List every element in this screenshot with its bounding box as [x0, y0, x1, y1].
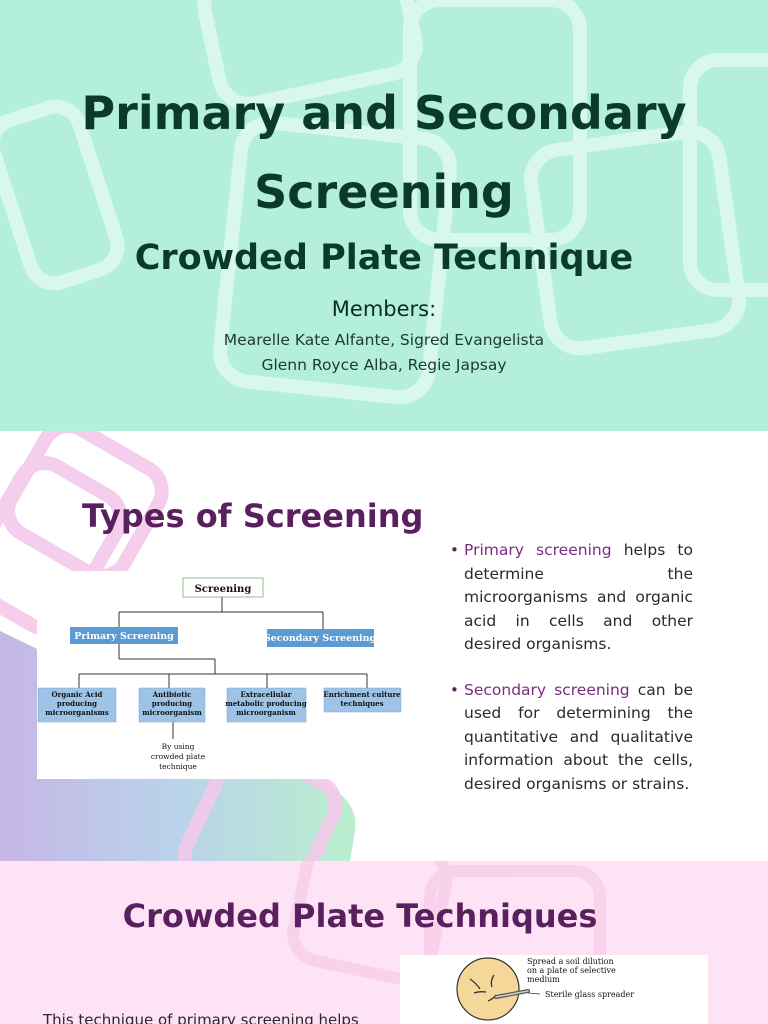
- child-4-line-2: techniques: [340, 699, 383, 708]
- figure-label-1-line-2: on a plate of selective: [527, 966, 616, 975]
- child-3-line-1: Extracellular: [241, 690, 292, 699]
- members-label: Members:: [331, 297, 437, 321]
- child-box-1: [37, 687, 117, 723]
- child-box-3: [226, 687, 307, 723]
- primary-screening-box: [70, 627, 178, 644]
- title-slide: Primary and Secondary Screening Crowded …: [0, 0, 768, 431]
- note-line-2: crowded plate: [151, 752, 206, 761]
- bullet-text: can be used for determining the quantita…: [464, 680, 694, 793]
- decorative-outline-shapes: [0, 0, 768, 405]
- petri-plate-icon: [456, 957, 520, 1021]
- title-line-1: Primary and Secondary: [81, 86, 687, 140]
- bullet-text: helps to determine the microorganisms an…: [464, 541, 693, 653]
- bullet-term: Primary screening: [464, 541, 612, 559]
- bullet-term: Secondary screening: [464, 680, 630, 699]
- note-line-3: technique: [159, 762, 197, 771]
- screening-diagram: Screening Primary Screening Secondary Sc…: [37, 571, 403, 779]
- plate-illustration: Spread a soil dilution on a plate of sel…: [456, 957, 634, 1021]
- bullet-primary-screening: • Primary screening helps to determine t…: [450, 539, 693, 657]
- secondary-screening-label: Secondary Screening: [264, 633, 377, 644]
- child-2-line-1: Antibiotic: [152, 690, 192, 699]
- child-box-4: [323, 687, 402, 713]
- bullet-secondary-screening: • Secondary screening can be used for de…: [450, 679, 693, 797]
- types-of-screening-slide: Types of Screening Screening Prim: [0, 431, 768, 861]
- crowded-plate-figure: Spread a soil dilution on a plate of sel…: [400, 955, 708, 1024]
- child-1-line-2: producing: [57, 699, 97, 708]
- child-box-2: [138, 687, 206, 723]
- section-heading: Crowded Plate Techniques: [122, 897, 598, 935]
- child-3-line-3: microorganism: [236, 708, 296, 717]
- members-line-1: Mearelle Kate Alfante, Sigred Evangelist…: [223, 331, 545, 349]
- screening-flowchart: Screening Primary Screening Secondary Sc…: [37, 577, 402, 771]
- crowded-plate-slide: Crowded Plate Techniques Spread a soil d…: [0, 861, 768, 1024]
- child-2-line-2: producing: [152, 699, 192, 708]
- child-1-line-3: microorganisms: [45, 708, 109, 717]
- title-line-2: Screening: [254, 165, 514, 219]
- figure-label-2: Sterile glass spreader: [545, 990, 634, 999]
- primary-screening-label: Primary Screening: [74, 631, 174, 642]
- child-3-line-2: metabolic producing: [225, 699, 306, 708]
- figure-label-1-line-3: medium: [527, 975, 560, 984]
- body-paragraph: This technique of primary screening help…: [43, 1011, 359, 1024]
- child-4-line-1: Enrichment culture: [323, 690, 401, 699]
- bullet-list: • Primary screening helps to determine t…: [450, 539, 693, 796]
- figure-label-1-line-1: Spread a soil dilution: [527, 957, 614, 966]
- child-2-line-3: microorganism: [142, 708, 202, 717]
- members-line-2: Glenn Royce Alba, Regie Japsay: [261, 356, 507, 374]
- child-1-line-1: Organic Acid: [52, 690, 103, 699]
- note-line-1: By using: [162, 742, 195, 751]
- secondary-screening-box: [267, 629, 374, 647]
- bullet-dot-icon: •: [450, 680, 459, 699]
- subtitle: Crowded Plate Technique: [134, 238, 634, 278]
- section-heading: Types of Screening: [82, 497, 424, 535]
- bullet-dot-icon: •: [450, 541, 459, 559]
- diagram-root-label: Screening: [195, 584, 252, 595]
- diagram-root-box: [182, 577, 264, 598]
